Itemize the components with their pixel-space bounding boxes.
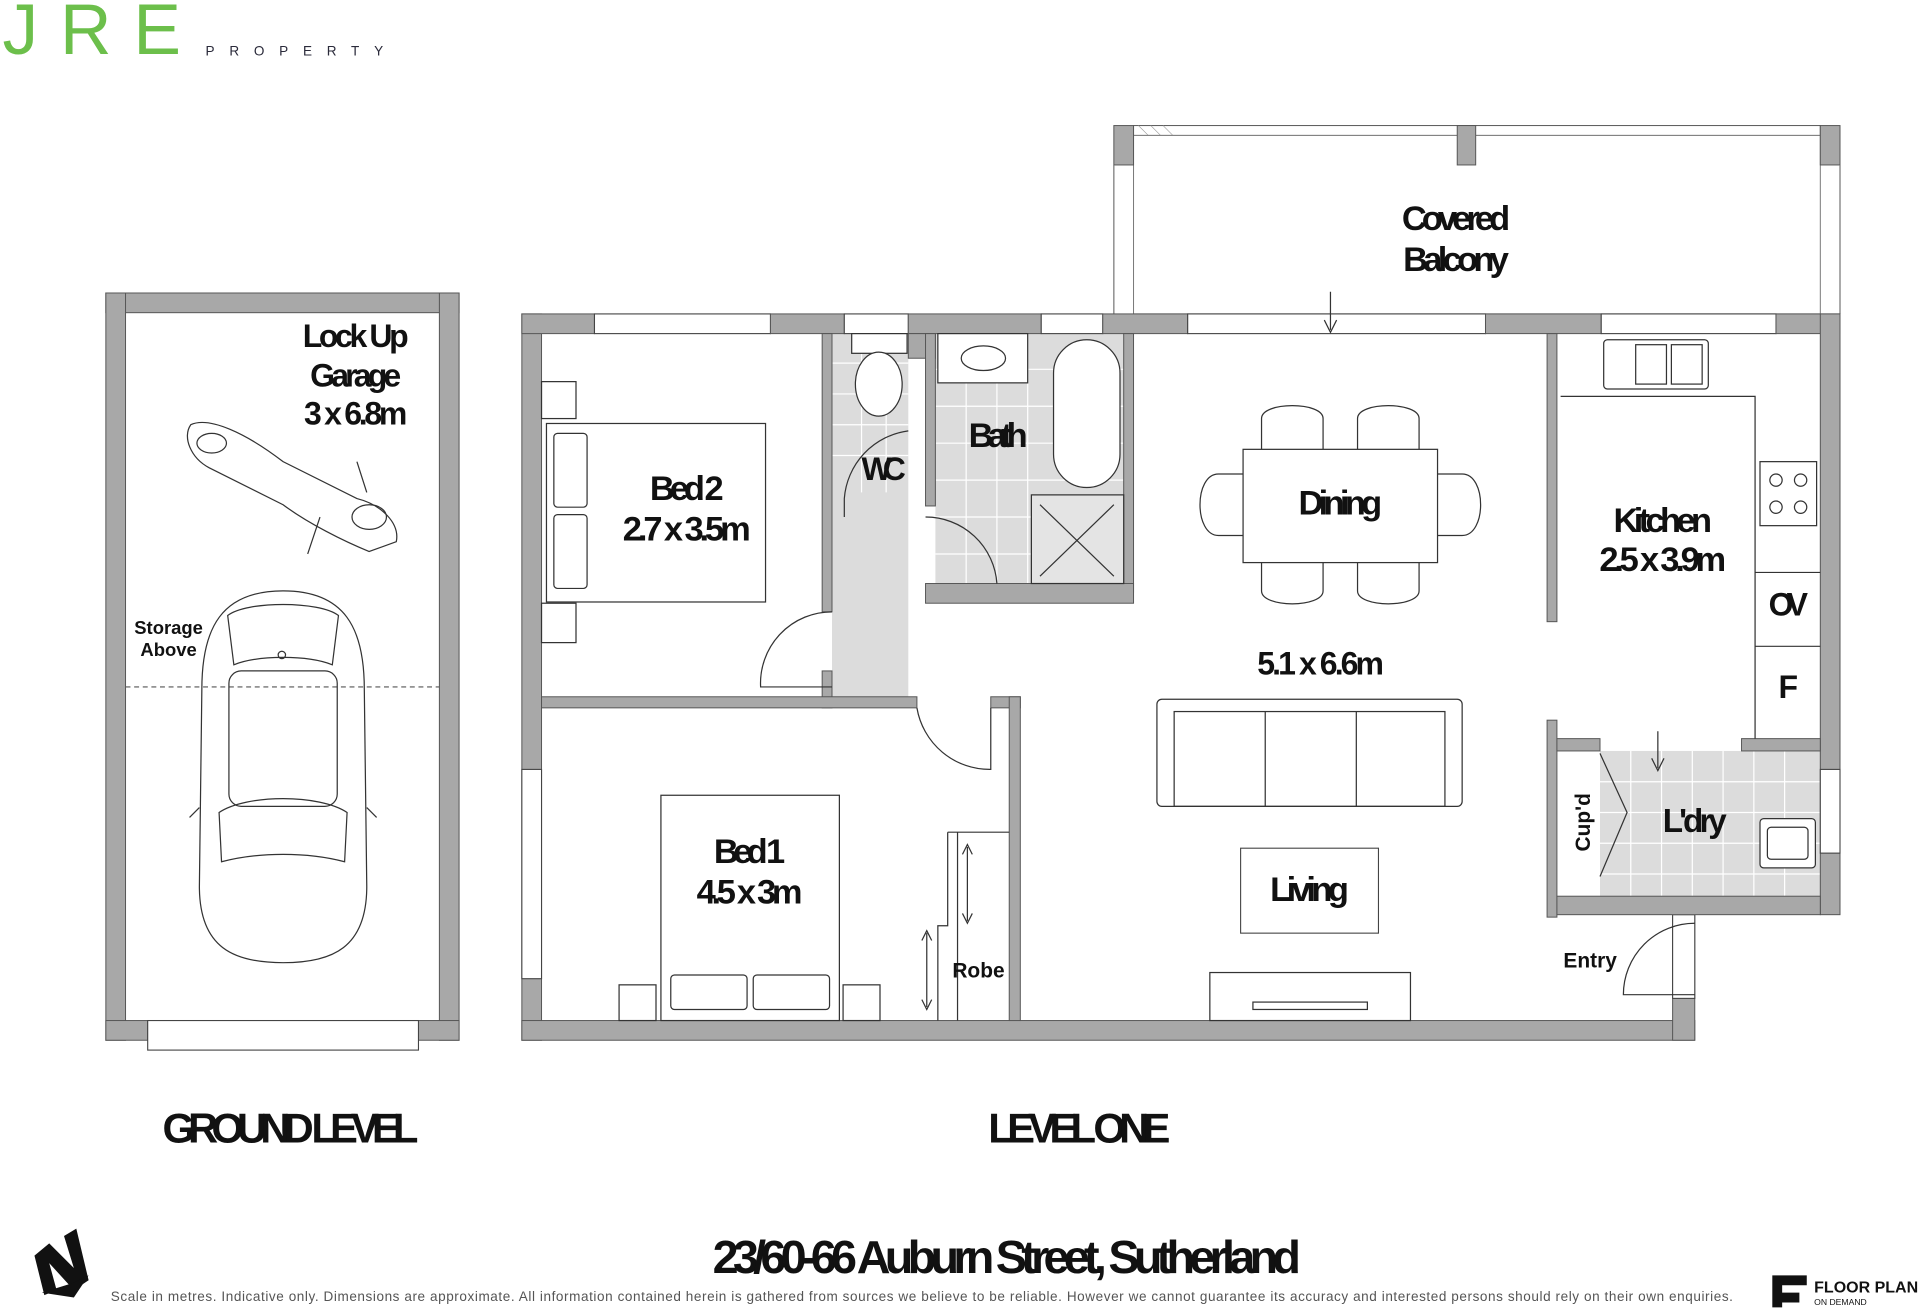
bed2-dims: 2.7 x 3.5m (623, 510, 751, 548)
living-rug (1240, 847, 1380, 934)
fridge-label: F (1779, 669, 1799, 705)
fp-logo-main: FLOOR PLAN (1814, 1280, 1918, 1297)
logo-main: JRE (2, 0, 180, 70)
bath-label: Bath (969, 417, 1028, 455)
jre-property-logo: JRE PROPERTY (2, 0, 398, 70)
kitchen-dims: 2.5 x 3.9m (1599, 541, 1726, 579)
balcony-label-1: Covered (1402, 200, 1510, 238)
garage: Lock Up Garage 3 x 6.8m Storage Above (105, 292, 460, 1051)
laundry-label: L'dry (1663, 803, 1728, 840)
kitchen-label: Kitchen (1614, 502, 1712, 540)
dining-table (1199, 405, 1482, 605)
oven-label: OV (1769, 587, 1809, 623)
robe-label: Robe (952, 959, 1004, 982)
covered-balcony: Covered Balcony (1113, 125, 1841, 315)
car-icon (189, 590, 378, 964)
storage-label-2: Above (140, 639, 196, 660)
tv-unit (1209, 971, 1412, 1022)
bathroom-fixtures (851, 333, 1125, 585)
bed2-label: Bed 2 (650, 470, 724, 508)
garage-label-2: Garage (310, 358, 401, 394)
robe (921, 831, 1010, 1021)
entry-label: Entry (1563, 950, 1617, 973)
balcony-entry-arrow-icon (1323, 291, 1338, 334)
living-dining-dims: 5.1 x 6.6m (1257, 646, 1384, 682)
sofa (1156, 698, 1463, 807)
doors (759, 430, 1695, 996)
living-label: Living (1270, 871, 1349, 909)
garage-dims: 3 x 6.8m (304, 396, 407, 432)
level-one-title: LEVEL ONE (988, 1104, 1170, 1151)
storage-label-1: Storage (134, 617, 203, 638)
north-arrow-icon (34, 1228, 89, 1298)
bed1-dims: 4.5 x 3m (697, 874, 803, 912)
bed-2-furniture (540, 381, 767, 644)
motorbike-icon (186, 421, 398, 555)
kitchen-fixtures (1560, 339, 1821, 869)
wc-label: WC (862, 451, 906, 487)
balcony-label-2: Balcony (1403, 241, 1509, 279)
garage-label-1: Lock Up (303, 318, 409, 354)
dining-label: Dining (1298, 485, 1382, 523)
ground-level-title: GROUND LEVEL (162, 1104, 418, 1151)
bed1-label: Bed 1 (714, 833, 785, 871)
logo-sub: PROPERTY (206, 43, 398, 58)
bed-1-furniture (618, 794, 881, 1022)
fp-logo-sub: ON DEMAND (1814, 1297, 1867, 1307)
floor-plan-on-demand-logo: FLOOR PLAN ON DEMAND (1772, 1275, 1918, 1308)
disclaimer: Scale in metres. Indicative only. Dimens… (111, 1289, 1733, 1304)
level-one: Covered Balcony (521, 125, 1841, 1041)
cupboard-label: Cup'd (1572, 793, 1595, 851)
laundry-entry-arrow-icon (1651, 731, 1665, 773)
property-address: 23/60-66 Auburn Street, Sutherland (713, 1231, 1301, 1283)
